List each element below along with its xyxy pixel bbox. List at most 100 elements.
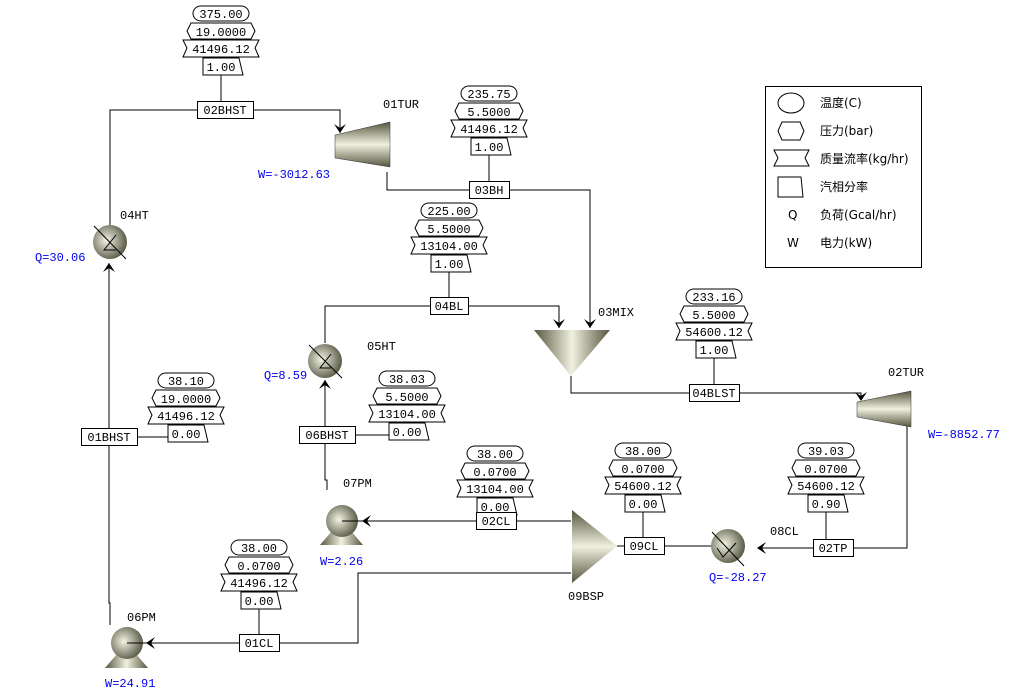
legend-label-mass-flow: 质量流率(kg/hr) bbox=[820, 151, 909, 166]
pressure-hexagon bbox=[460, 462, 530, 480]
mass-flow-value: 41496.12 bbox=[157, 410, 215, 424]
pressure-value: 5.5000 bbox=[467, 106, 510, 120]
pressure-hexagon bbox=[151, 389, 221, 407]
temperature-oval bbox=[420, 202, 478, 219]
turbine-01tur-icon[interactable] bbox=[334, 121, 391, 168]
stream-label-02tp: 02TP bbox=[819, 542, 848, 556]
stream-label-box bbox=[469, 181, 510, 199]
pressure-hexagon bbox=[414, 219, 484, 237]
vapor-fraction-value: 0.00 bbox=[172, 428, 201, 442]
heater-04ht-icon[interactable] bbox=[93, 225, 127, 260]
temperature-value: 38.10 bbox=[168, 375, 204, 389]
stream-label-04bl: 04BL bbox=[435, 300, 464, 314]
legend-hexagon-icon bbox=[777, 121, 805, 141]
pressure-value: 19.0000 bbox=[196, 26, 246, 40]
vapor-fraction-trapezoid bbox=[202, 57, 244, 76]
legend-q-symbol: Q bbox=[788, 208, 797, 222]
mass-flow-bowtie bbox=[456, 479, 534, 498]
mass-flow-bowtie bbox=[675, 322, 753, 341]
stream-label-02cl: 02CL bbox=[482, 515, 511, 529]
legend-label-vapor-fraction: 汽相分率 bbox=[820, 179, 868, 194]
pressure-value: 0.0700 bbox=[237, 560, 280, 574]
duty-label-05ht: Q=8.59 bbox=[264, 369, 307, 383]
stream-label-box bbox=[689, 384, 740, 402]
legend-label-pressure: 压力(bar) bbox=[820, 124, 873, 138]
temperature-value: 375.00 bbox=[199, 8, 242, 22]
stream-label-03bh: 03BH bbox=[475, 184, 504, 198]
temperature-oval bbox=[797, 442, 855, 459]
vapor-fraction-value: 1.00 bbox=[700, 344, 729, 358]
vapor-fraction-trapezoid bbox=[240, 591, 282, 610]
pressure-hexagon bbox=[224, 556, 294, 574]
splitter-09bsp-icon[interactable] bbox=[572, 510, 617, 583]
pump-07pm-icon[interactable] bbox=[320, 505, 363, 545]
legend: Q W 温度(C) 压力(bar) 质量流率(kg/hr) 汽相分率 负荷(Gc… bbox=[765, 86, 922, 268]
temperature-value: 38.00 bbox=[477, 448, 513, 462]
mass-flow-value: 41496.12 bbox=[460, 123, 518, 137]
legend-bowtie-icon bbox=[773, 149, 810, 167]
legend-label-power: 电力(kW) bbox=[820, 236, 872, 250]
temperature-value: 38.00 bbox=[241, 542, 277, 556]
legend-oval-icon bbox=[777, 92, 805, 114]
vapor-fraction-value: 1.00 bbox=[207, 61, 236, 75]
vapor-fraction-trapezoid bbox=[430, 254, 472, 273]
mass-flow-value: 41496.12 bbox=[230, 577, 288, 591]
stream-label-box bbox=[813, 539, 854, 557]
legend-w-symbol: W bbox=[787, 236, 799, 250]
stream-label-box bbox=[197, 101, 254, 119]
cooler-08cl-icon[interactable] bbox=[711, 529, 745, 567]
stream-label-box bbox=[299, 426, 356, 444]
temperature-value: 225.00 bbox=[427, 205, 470, 219]
vapor-fraction-trapezoid bbox=[388, 422, 430, 441]
duty-label-07pm: W=2.26 bbox=[320, 555, 363, 569]
pressure-hexagon bbox=[454, 102, 524, 120]
pressure-value: 5.5000 bbox=[692, 309, 735, 323]
pressure-hexagon bbox=[186, 22, 256, 40]
stream-label-09cl: 09CL bbox=[630, 540, 659, 554]
duty-label-02tur: W=-8852.77 bbox=[928, 428, 1000, 442]
mass-flow-value: 41496.12 bbox=[192, 43, 250, 57]
mixer-03mix-icon[interactable] bbox=[534, 330, 610, 376]
heater-05ht-icon[interactable] bbox=[308, 344, 343, 379]
mass-flow-value: 54600.12 bbox=[614, 480, 672, 494]
arrow-icon bbox=[334, 124, 346, 133]
vapor-fraction-trapezoid bbox=[695, 340, 737, 359]
mass-flow-bowtie bbox=[182, 39, 260, 58]
legend-trapezoid-icon bbox=[777, 176, 804, 198]
mass-flow-bowtie bbox=[368, 404, 446, 423]
stream-label-box bbox=[430, 297, 469, 315]
mass-flow-bowtie bbox=[147, 406, 225, 425]
mass-flow-bowtie bbox=[220, 573, 298, 592]
stream-label-box bbox=[624, 537, 665, 555]
mass-flow-value: 54600.12 bbox=[797, 480, 855, 494]
stream-line-01cl[interactable] bbox=[145, 572, 571, 644]
vapor-fraction-trapezoid bbox=[807, 494, 849, 513]
arrow-icon bbox=[584, 319, 596, 328]
arrow-icon bbox=[855, 392, 867, 401]
pump-06pm-icon[interactable] bbox=[105, 627, 148, 668]
pressure-value: 0.0700 bbox=[621, 463, 664, 477]
vapor-fraction-value: 0.90 bbox=[812, 498, 841, 512]
arrow-icon bbox=[362, 515, 371, 527]
stream-label-06bhst: 06BHST bbox=[305, 429, 348, 443]
pressure-value: 19.0000 bbox=[161, 393, 211, 407]
temperature-oval bbox=[460, 85, 518, 102]
legend-label-temperature: 温度(C) bbox=[820, 95, 862, 110]
vapor-fraction-value: 0.00 bbox=[245, 595, 274, 609]
stream-label-04blst: 04BLST bbox=[692, 387, 735, 401]
duty-label-08cl: Q=-28.27 bbox=[709, 571, 767, 585]
mass-flow-value: 13104.00 bbox=[378, 408, 436, 422]
stream-label-box bbox=[239, 634, 280, 652]
turbine-02tur-icon[interactable] bbox=[856, 390, 912, 428]
stream-line-02tp[interactable] bbox=[760, 425, 908, 549]
